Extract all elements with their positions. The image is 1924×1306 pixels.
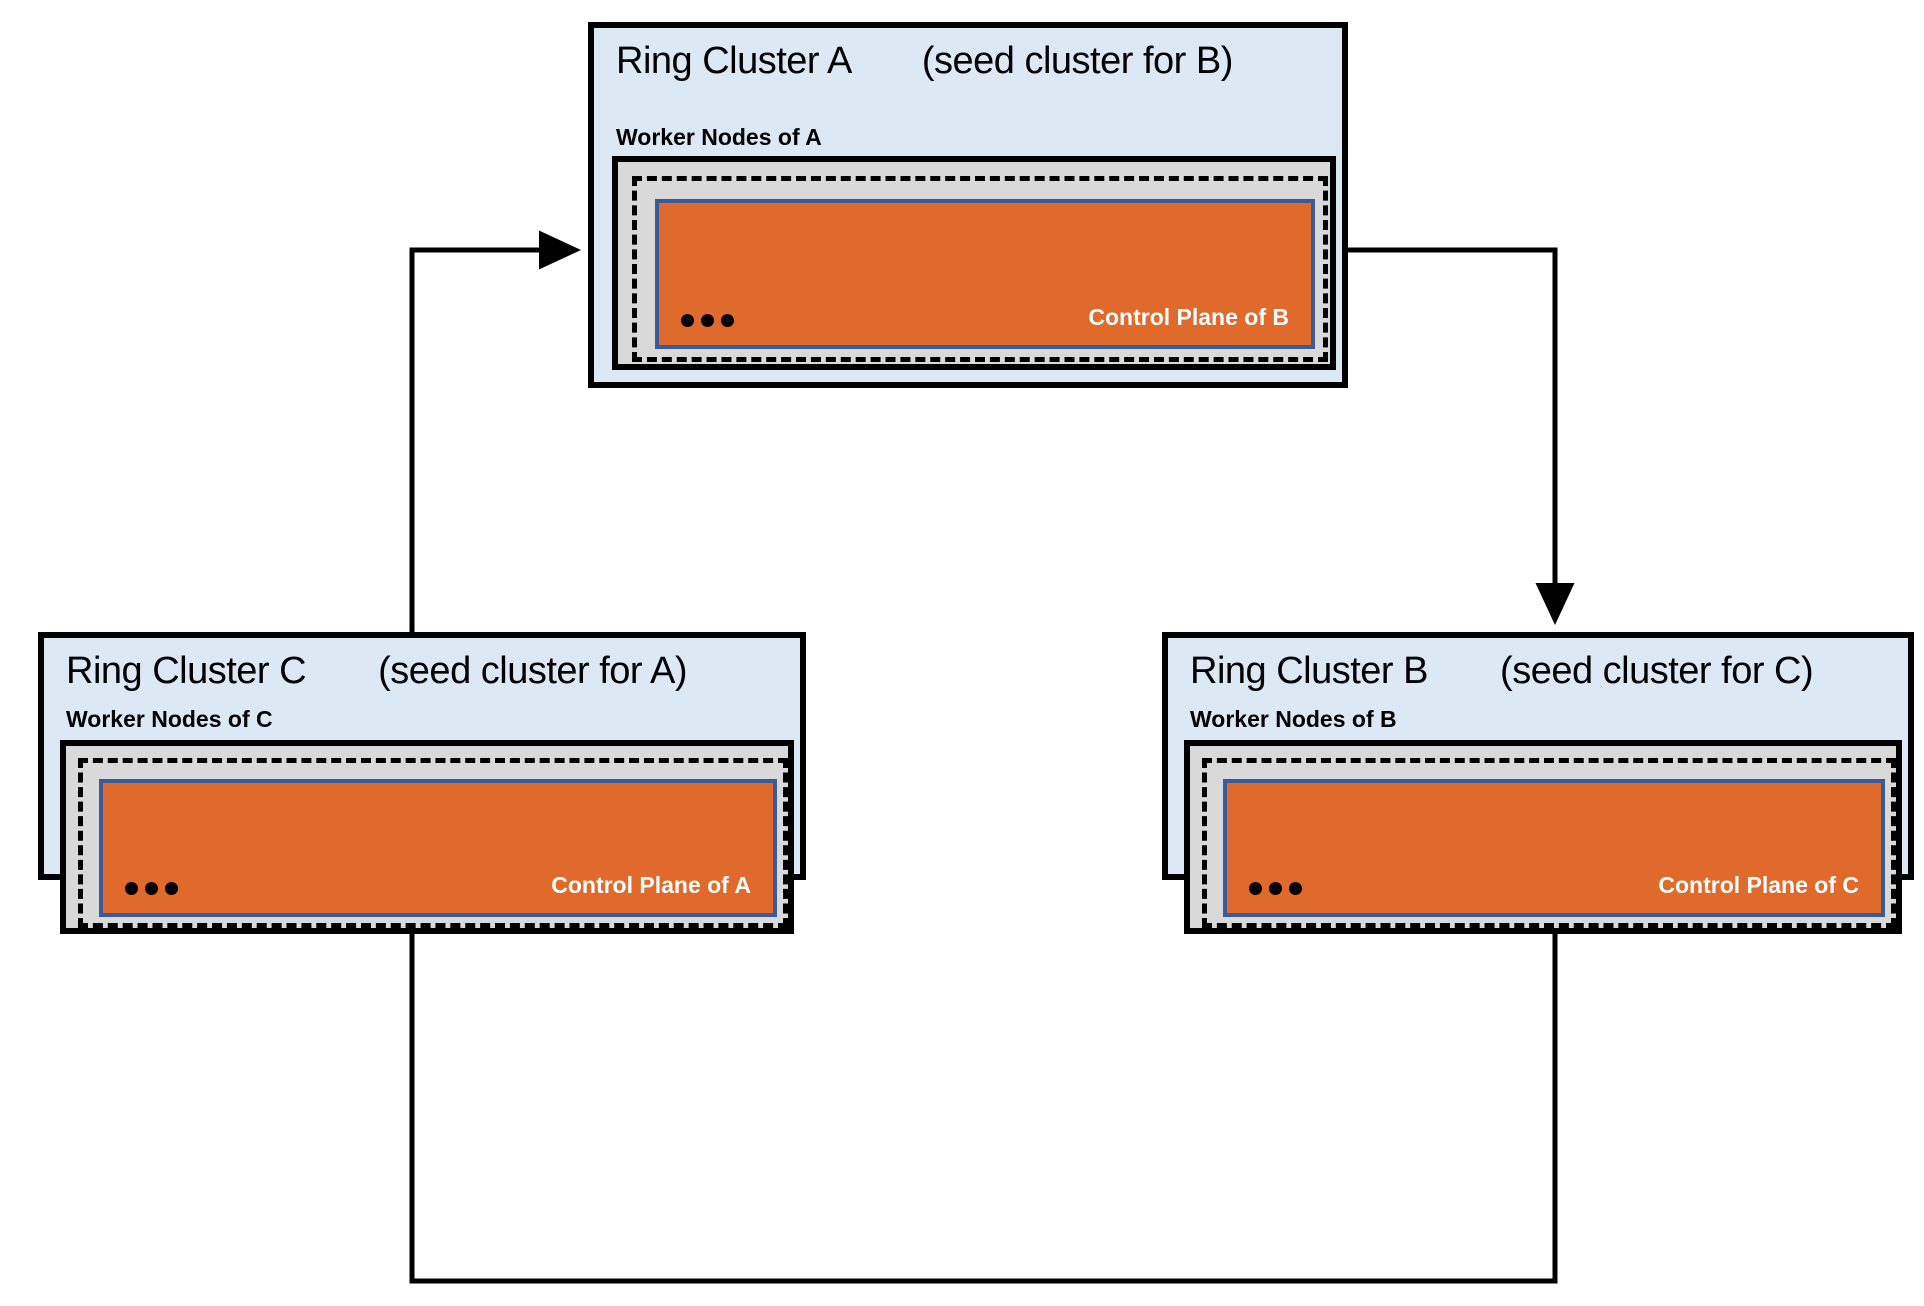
cluster-c-worker-nodes[interactable]: Control Plane of A — [60, 740, 794, 934]
cluster-b-worker-label: Worker Nodes of B — [1190, 706, 1397, 732]
cluster-c-control-plane-label: Control Plane of A — [551, 872, 751, 898]
cluster-a-seed-note: (seed cluster for B) — [921, 40, 1234, 82]
cluster-a-worker-label: Worker Nodes of A — [616, 124, 822, 150]
arrow-b-to-c — [392, 880, 1558, 1284]
cluster-a-title: Ring Cluster A (seed cluster for B) — [616, 40, 1233, 83]
cluster-c-title-text: Ring Cluster C — [66, 650, 307, 692]
cluster-a-dashed-boundary: Control Plane of B — [632, 176, 1328, 362]
cluster-b-seed-note: (seed cluster for C) — [1500, 650, 1814, 692]
cluster-a-title-text: Ring Cluster A — [616, 40, 850, 82]
cluster-b-title: Ring Cluster B (seed cluster for C) — [1190, 650, 1814, 693]
ring-cluster-c[interactable]: Ring Cluster C (seed cluster for A) Work… — [38, 632, 806, 934]
cluster-b-control-plane[interactable]: Control Plane of C — [1223, 779, 1885, 917]
cluster-c-control-plane[interactable]: Control Plane of A — [99, 779, 777, 917]
cluster-c-worker-label: Worker Nodes of C — [66, 706, 273, 732]
arrow-a-to-b — [1348, 247, 1575, 625]
cluster-a-worker-nodes[interactable]: Control Plane of B — [612, 156, 1336, 370]
cluster-c-dashed-boundary: Control Plane of A — [78, 758, 788, 928]
ellipsis-icon — [125, 882, 178, 895]
cluster-b-worker-nodes[interactable]: Control Plane of C — [1184, 740, 1902, 934]
arrow-c-to-a — [409, 230, 581, 632]
cluster-a-control-plane[interactable]: Control Plane of B — [655, 199, 1315, 349]
ring-cluster-a[interactable]: Ring Cluster A (seed cluster for B) Work… — [588, 22, 1348, 388]
cluster-c-seed-note: (seed cluster for A) — [378, 650, 688, 692]
ellipsis-icon — [1249, 882, 1302, 895]
cluster-b-title-text: Ring Cluster B — [1190, 650, 1428, 692]
ellipsis-icon — [681, 314, 734, 327]
cluster-a-control-plane-label: Control Plane of B — [1088, 304, 1289, 330]
cluster-b-dashed-boundary: Control Plane of C — [1202, 758, 1896, 928]
cluster-b-control-plane-label: Control Plane of C — [1658, 872, 1859, 898]
ring-cluster-b[interactable]: Ring Cluster B (seed cluster for C) Work… — [1162, 632, 1914, 934]
cluster-c-title: Ring Cluster C (seed cluster for A) — [66, 650, 688, 693]
